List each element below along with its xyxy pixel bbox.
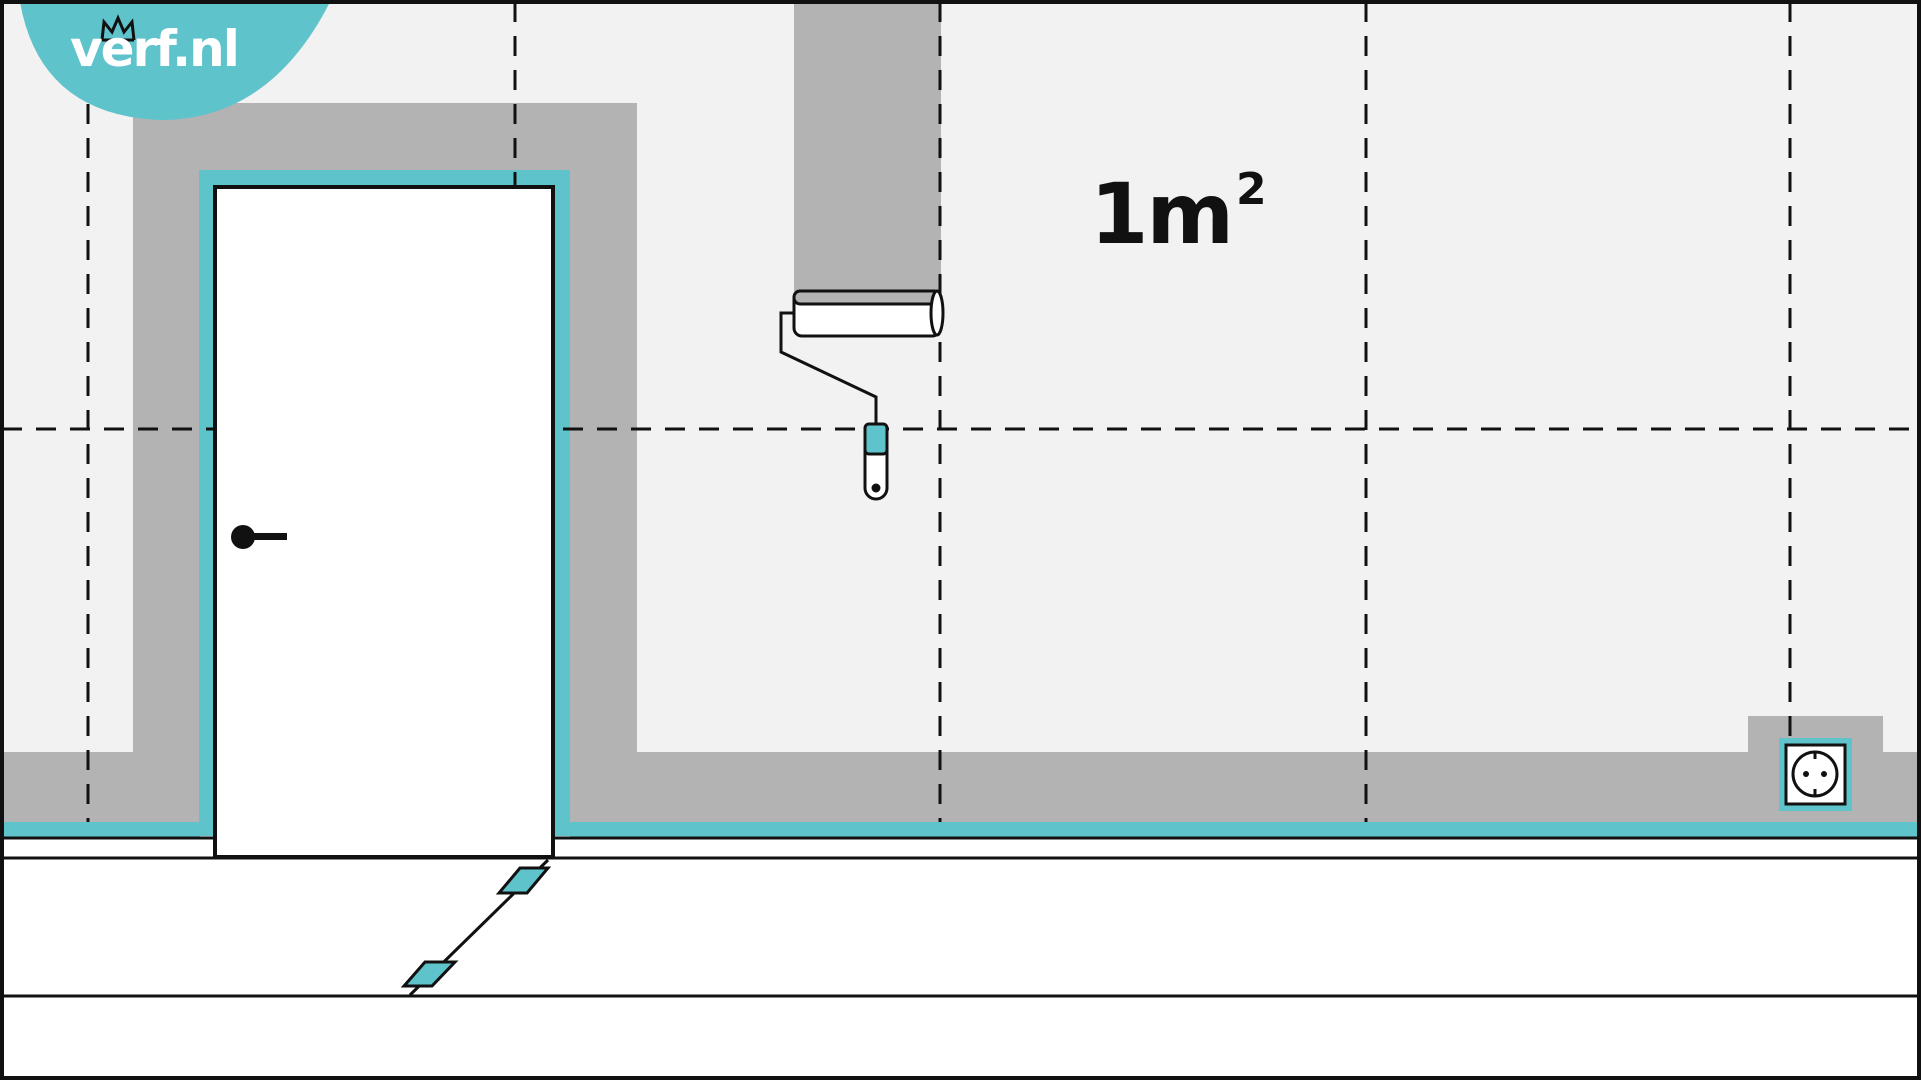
paint-roller-icon [779,289,945,501]
floor [0,836,1921,1080]
masked-zone-baseboard-left [2,752,200,822]
tape-roll-icon [400,858,552,997]
floor-plank-2 [0,994,1921,1080]
square-meter-grid [2,2,1919,822]
masked-zone-door-top [133,103,637,171]
crown-icon [100,14,136,42]
door-handle-icon [231,525,287,549]
masked-zone-door-right [570,103,637,823]
masked-zones [2,2,1919,823]
door-overlay-bottom [215,835,553,857]
logo-text[interactable]: verf.nl [70,20,240,78]
area-label-value: 1m [1090,165,1234,263]
tape-baseboard-left [2,822,200,837]
painted-roller-stroke [794,2,941,292]
floor-plank-1 [0,856,1921,998]
logo-badge [20,2,330,120]
tape-baseboard-right [570,822,1919,837]
masked-zone-door-left [133,103,199,823]
door [213,185,555,859]
power-outlet-icon [1784,743,1847,806]
area-label: 1m2 [1090,168,1267,257]
area-label-exponent: 2 [1235,164,1267,215]
masked-zone-baseboard-right [570,752,1919,822]
